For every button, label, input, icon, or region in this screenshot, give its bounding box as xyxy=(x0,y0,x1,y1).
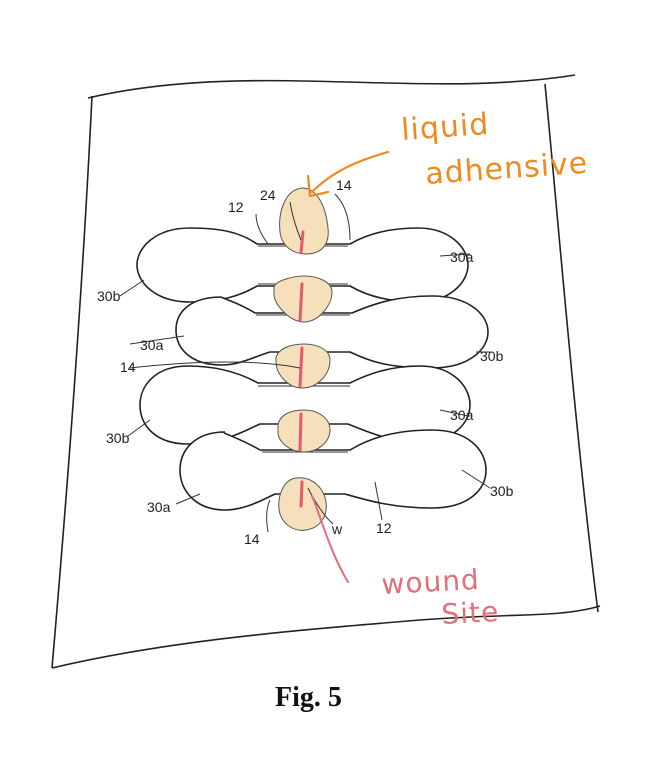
annotation-wound: wound xyxy=(381,563,481,601)
closure-strip-2 xyxy=(176,296,488,368)
label-30a-1: 30a xyxy=(450,249,474,265)
annotation-site: Site xyxy=(441,595,500,631)
label-30a-4: 30a xyxy=(147,499,171,515)
label-14-mid: 14 xyxy=(120,359,136,375)
closure-strip-4 xyxy=(180,430,486,510)
figure-caption: Fig. 5 xyxy=(275,682,342,713)
adhesive-top xyxy=(280,188,329,254)
label-14-bottom: 14 xyxy=(244,531,260,547)
label-30b-4: 30b xyxy=(490,483,514,499)
label-30b-2: 30b xyxy=(480,348,504,364)
adhesive-gap-3 xyxy=(278,410,330,452)
label-30a-3: 30a xyxy=(450,407,474,423)
annotation-wound-site: wound Site xyxy=(312,496,500,631)
label-12-top: 12 xyxy=(228,199,244,215)
annotation-liquid: liquid xyxy=(400,107,490,148)
label-30b-3: 30b xyxy=(106,430,130,446)
label-30a-2: 30a xyxy=(140,337,164,353)
label-12-bottom: 12 xyxy=(376,520,392,536)
label-w: w xyxy=(331,521,343,537)
pink-pointer-line xyxy=(312,496,348,582)
label-24: 24 xyxy=(260,187,276,203)
label-14-top: 14 xyxy=(336,177,352,193)
annotation-adhensive: adhensive xyxy=(424,146,589,192)
label-30b-1: 30b xyxy=(97,288,121,304)
